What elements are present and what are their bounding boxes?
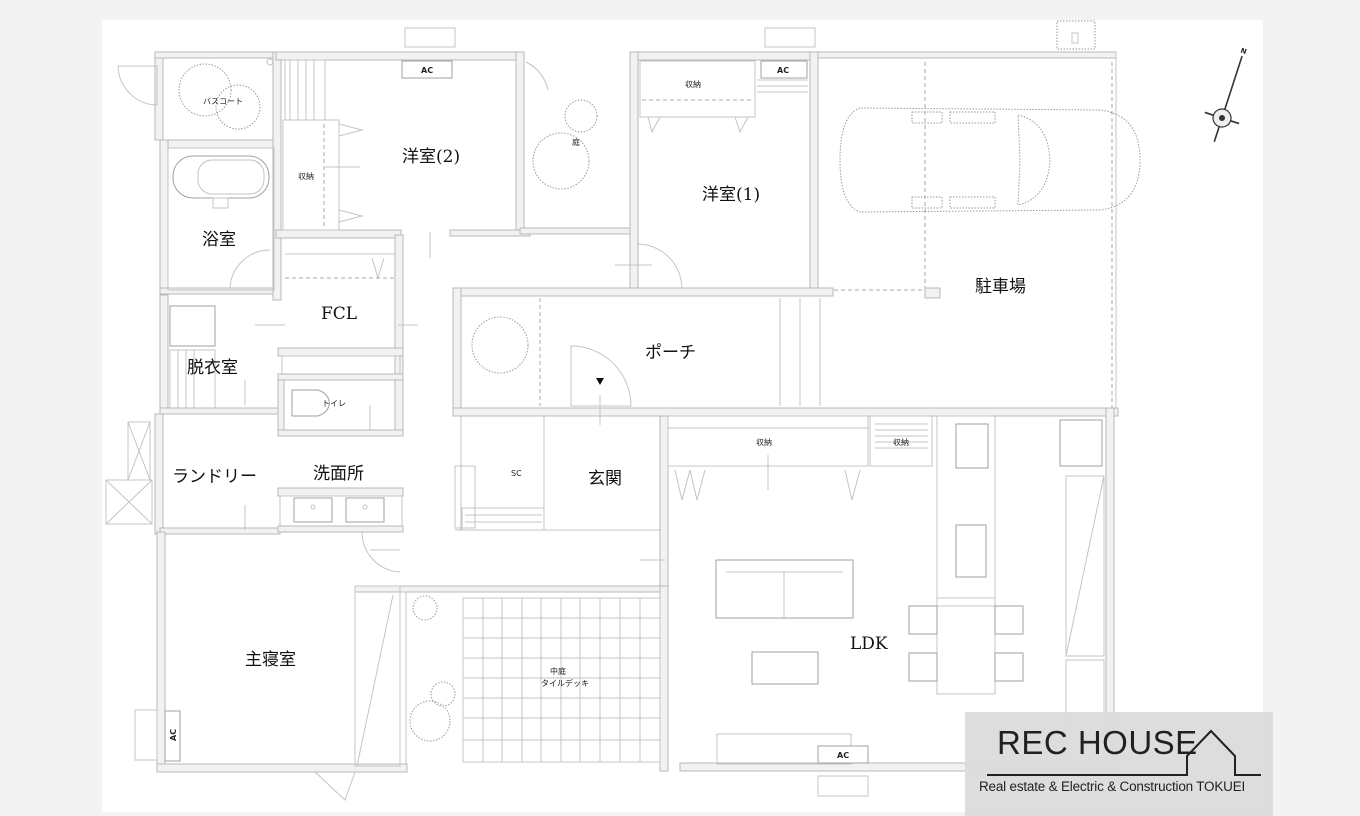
label-storage-hall: 収納 (756, 437, 772, 447)
sink-icon (293, 497, 333, 523)
ac-label: AC (777, 66, 789, 75)
tree-icon (178, 63, 232, 117)
house-outline-icon (987, 729, 1261, 776)
label-fcl: FCL (321, 304, 357, 324)
compass-north-label: N (1240, 47, 1248, 56)
label-bath-court: バスコート (203, 97, 243, 106)
sink-icon (345, 497, 385, 523)
ldk-storage-area (667, 415, 933, 501)
garden-area (519, 61, 636, 235)
tree-icon (412, 595, 438, 621)
label-toilet: トイレ (322, 399, 346, 408)
compass-icon: N (1204, 47, 1248, 143)
chair-icon (994, 652, 1024, 682)
closet-room1 (639, 60, 756, 118)
ac-unit-ldk (817, 745, 869, 764)
label-bathroom: 浴室 (202, 230, 236, 250)
chair-icon (994, 605, 1024, 635)
label-ldk: LDK (850, 634, 888, 654)
label-dressing-room: 脱衣室 (187, 358, 238, 378)
car-icon (839, 107, 1141, 213)
courtyard-area (354, 585, 669, 772)
bath-court-area (117, 51, 276, 141)
washroom-area (277, 487, 404, 573)
tree-icon (430, 681, 456, 707)
ac-unit-master (164, 710, 181, 762)
tree-icon (564, 99, 598, 133)
ac-unit-room2 (401, 60, 453, 79)
outdoor-ac-unit-top-left (404, 27, 456, 48)
water-meter-box (1056, 20, 1096, 50)
meter-icon (1071, 32, 1079, 44)
porch-area (452, 287, 1119, 417)
ac-label: AC (169, 729, 178, 741)
tree-icon (532, 132, 590, 190)
label-laundry: ランドリー (172, 467, 257, 487)
parking-area (817, 51, 1141, 410)
bathtub-icon (172, 155, 270, 199)
chair-icon (908, 605, 938, 635)
label-western-room-2: 洋室(2) (402, 147, 460, 167)
tile-grid-lines (463, 598, 660, 762)
ldk-area (679, 407, 1117, 797)
western-room-2-area (275, 51, 531, 239)
bathroom-area (159, 51, 282, 301)
chair-icon (908, 652, 938, 682)
company-logo: REC HOUSE Real estate & Electric & Const… (965, 712, 1273, 816)
label-courtyard-tile-deck: タイルデッキ (541, 678, 589, 688)
ac-unit-room1 (760, 60, 808, 79)
label-parking: 駐車場 (975, 277, 1026, 297)
label-storage-room2: 収納 (298, 171, 314, 181)
kitchen-counter (936, 415, 996, 607)
label-courtyard: 中庭 (550, 666, 566, 676)
label-shoe-closet: SC (511, 469, 522, 478)
label-entrance: 玄関 (588, 469, 622, 489)
toilet-area (277, 347, 404, 437)
logo-subtitle: Real estate & Electric & Construction TO… (979, 779, 1246, 794)
outdoor-ac-unit-top-right (764, 27, 816, 48)
fridge-icon (955, 423, 989, 469)
cupboard-icon (1059, 419, 1103, 467)
entrance-door-swing (570, 345, 632, 407)
door-swing-icon (117, 65, 158, 106)
kitchen-sink-icon (955, 524, 987, 578)
tree-icon (215, 84, 261, 130)
tree-icon (471, 316, 529, 374)
entry-marker-icon (596, 378, 604, 385)
toilet-icon (291, 389, 330, 417)
dining-table (936, 597, 996, 695)
logo-title: REC HOUSE (997, 724, 1198, 761)
label-washroom: 洗面所 (313, 464, 364, 484)
tree-icon (409, 700, 451, 742)
sliding-door-arrows (244, 166, 769, 561)
dressing-room-area (159, 294, 281, 415)
washing-machine-icon (169, 305, 216, 347)
entrance-area (454, 415, 669, 587)
label-porch: ポーチ (645, 343, 696, 363)
closet-room2 (282, 119, 340, 231)
coffee-table-icon (751, 651, 819, 685)
ac-label: AC (837, 751, 849, 760)
label-master-bedroom: 主寝室 (245, 649, 296, 670)
label-western-room-1: 洋室(1) (702, 185, 760, 205)
master-bedroom-area (134, 531, 408, 801)
western-room-1-area (629, 51, 819, 297)
ac-label: AC (421, 66, 433, 75)
label-storage-kitchen: 収納 (893, 437, 909, 447)
label-storage-room1: 収納 (685, 79, 701, 89)
label-garden: 庭 (572, 137, 580, 147)
